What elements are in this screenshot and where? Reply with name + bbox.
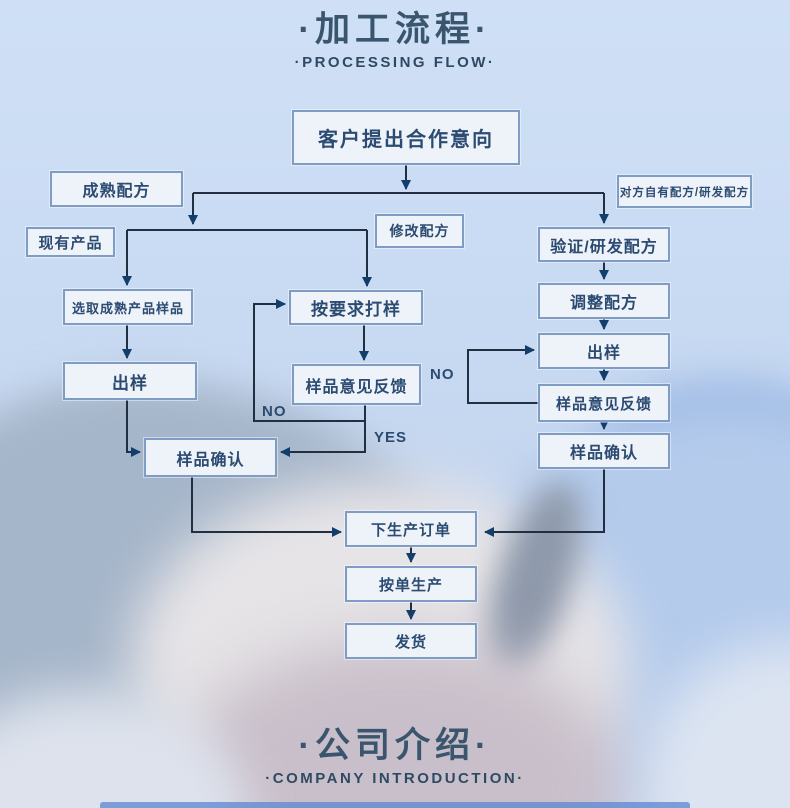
next-section-top-bar <box>100 802 690 808</box>
flow-node-existing-product: 现有产品 <box>26 227 115 257</box>
next-section-subtitle: ·COMPANY INTRODUCTION· <box>265 770 525 788</box>
flow-node-select-sample: 选取成熟产品样品 <box>63 289 193 325</box>
flow-node-mature-formula: 成熟配方 <box>50 171 183 207</box>
flow-arrow <box>484 469 605 537</box>
flow-node-modify-formula: 修改配方 <box>375 214 464 248</box>
flow-node-sampling-right: 出样 <box>538 333 670 369</box>
section-header: ·加工流程· ·PROCESSING FLOW· <box>0 10 790 71</box>
flow-node-ship: 发货 <box>345 623 477 659</box>
next-section-title: ·公司介绍· <box>298 726 492 765</box>
flow-node-feedback-right: 样品意见反馈 <box>538 384 670 422</box>
flow-node-verify-formula: 验证/研发配方 <box>538 227 670 262</box>
flow-arrow-no <box>467 345 538 404</box>
flow-arrow <box>191 477 342 537</box>
flow-node-confirm-left: 样品确认 <box>144 438 277 477</box>
flow-arrow-yes <box>280 405 366 457</box>
branch-label-yes: YES <box>374 429 408 446</box>
flow-node-place-order: 下生产订单 <box>345 511 477 547</box>
branch-label-no: NO <box>262 403 287 420</box>
section-subtitle: ·PROCESSING FLOW· <box>294 54 496 72</box>
branch-label-no: NO <box>430 366 455 383</box>
flow-node-sampling-left: 出样 <box>63 362 197 400</box>
flow-node-confirm-right: 样品确认 <box>538 433 670 469</box>
flow-node-client-own-formula: 对方自有配方/研发配方 <box>617 175 752 208</box>
next-section-header: ·公司介绍· ·COMPANY INTRODUCTION· <box>0 726 790 787</box>
flow-arrow <box>126 400 141 457</box>
flow-node-produce-to-order: 按单生产 <box>345 566 477 602</box>
flow-node-adjust-formula: 调整配方 <box>538 283 670 319</box>
section-title: ·加工流程· <box>298 10 492 49</box>
flow-node-feedback-mid: 样品意见反馈 <box>292 364 421 405</box>
flow-node-sample-on-request: 按要求打样 <box>289 290 423 325</box>
flow-node-customer-intent: 客户提出合作意向 <box>292 110 520 165</box>
